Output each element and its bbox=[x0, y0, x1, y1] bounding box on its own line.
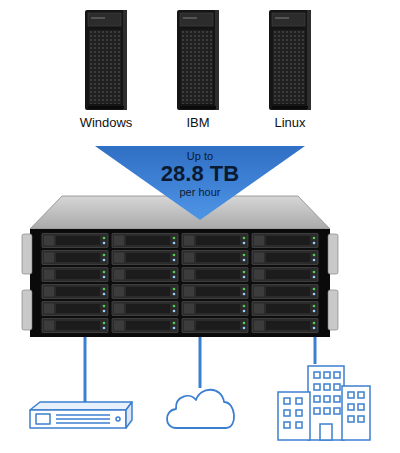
server-label: Linux bbox=[255, 116, 325, 129]
throughput-prefix: Up to bbox=[95, 151, 305, 162]
throughput-unit: per hour bbox=[95, 187, 305, 198]
tower-server-icon bbox=[269, 10, 311, 110]
tower-server-icon bbox=[177, 10, 219, 110]
tower-server-icon bbox=[85, 10, 127, 110]
tower-server: Windows bbox=[71, 6, 141, 133]
throughput-value: 28.8 TB bbox=[95, 163, 305, 185]
tower-server: Linux bbox=[255, 6, 325, 133]
server-label: Windows bbox=[71, 116, 141, 129]
throughput-triangle: Up to28.8 TB per hour bbox=[95, 146, 305, 220]
server-label: IBM bbox=[163, 116, 233, 129]
tower-server: IBM bbox=[163, 6, 233, 133]
